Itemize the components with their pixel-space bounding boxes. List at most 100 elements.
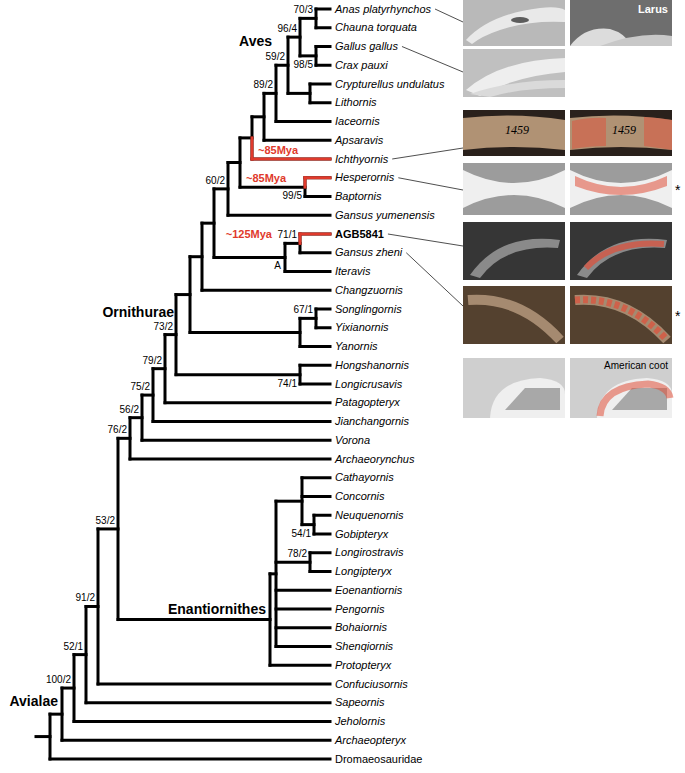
tree-branch — [240, 186, 305, 189]
leader-lines — [388, 9, 463, 306]
taxon-name: Patagopteryx — [335, 396, 400, 409]
highlighted-branch — [252, 158, 330, 161]
bone-shape — [466, 7, 565, 44]
tree-branch — [302, 495, 330, 498]
taxon-name: Lithornis — [335, 96, 377, 109]
taxon-name: Yixianornis — [335, 321, 389, 334]
support-value: 73/2 — [154, 321, 173, 332]
cladogram — [36, 9, 330, 759]
photo-panel — [570, 0, 672, 46]
tree-branch — [190, 331, 300, 334]
taxon-name: AGB5841 — [335, 228, 384, 241]
tree-branch — [288, 36, 300, 39]
tree-branch — [49, 714, 52, 759]
tree-branch — [284, 243, 287, 271]
support-value: 89/2 — [254, 79, 273, 90]
bone-shape — [570, 170, 672, 208]
tree-branch — [276, 120, 330, 123]
support-value: 52/1 — [64, 641, 83, 652]
tree-branch — [118, 618, 270, 621]
tree-branch — [310, 551, 330, 554]
tree-branch — [214, 187, 228, 190]
tree-branch — [314, 533, 330, 536]
taxon-name: Gansus yumenensis — [335, 209, 435, 222]
tree-branch — [176, 293, 190, 296]
taxon-name: Anas platyrhynchos — [335, 3, 431, 16]
support-value: 59/2 — [266, 51, 285, 62]
taxon-name: Longipteryx — [335, 565, 392, 578]
tree-branch — [315, 309, 318, 328]
taxon-name: Gobipteryx — [335, 528, 388, 541]
highlight-overlay — [600, 384, 670, 416]
taxon-name: Gallus gallus — [335, 40, 398, 53]
clade-letter: A — [274, 260, 281, 271]
bone-shape — [600, 35, 672, 46]
tree-branch — [85, 606, 88, 702]
tree-branch — [117, 438, 120, 619]
tree-branch — [164, 335, 167, 403]
bone-shape — [468, 300, 560, 340]
tree-branch — [189, 257, 192, 333]
taxon-name: Hesperornis — [335, 171, 394, 184]
tree-branch — [240, 136, 252, 139]
taxon-name: Neuquenornis — [335, 509, 404, 522]
tree-branch — [202, 222, 214, 225]
tree-branch — [316, 326, 330, 329]
taxon-name: Dromaeosauridae — [335, 753, 422, 766]
tree-branch — [313, 515, 316, 534]
tree-branch — [263, 93, 266, 140]
clade-name: Avialae — [9, 693, 58, 709]
tree-branch — [176, 373, 300, 376]
bone-shape — [597, 378, 672, 418]
photo-panel — [570, 286, 672, 344]
photo-panel — [570, 358, 672, 418]
taxon-name: Eoenantiornis — [335, 584, 402, 597]
highlight-overlay — [575, 300, 667, 340]
taxon-name: Baptornis — [335, 190, 381, 203]
tree-branch — [152, 369, 155, 422]
tree-branch — [299, 365, 302, 384]
tree-branch — [86, 605, 98, 608]
bone-shape — [577, 239, 667, 278]
tree-branch — [302, 523, 314, 526]
tree-branch — [264, 139, 330, 142]
taxon-name: Bohaiornis — [335, 621, 387, 634]
tree-branch — [276, 64, 288, 67]
support-value: 96/4 — [278, 23, 297, 34]
support-value: 75/2 — [131, 381, 150, 392]
highlight-overlay — [575, 176, 667, 195]
taxon-name: Protopteryx — [335, 659, 391, 672]
bone-shape — [570, 115, 672, 150]
tree-branch — [130, 458, 330, 461]
tree-branch — [252, 115, 264, 118]
leader-line — [392, 148, 463, 159]
tree-branch — [228, 161, 240, 164]
support-value: 100/2 — [46, 674, 71, 685]
bone-shape — [463, 170, 565, 208]
support-value: 79/2 — [143, 355, 162, 366]
taxon-name: Pengornis — [335, 603, 385, 616]
tree-branch — [86, 701, 330, 704]
support-value: 53/2 — [96, 515, 115, 526]
taxon-name: Longirostravis — [335, 546, 403, 559]
bone-shape — [575, 300, 667, 340]
support-value: 99/5 — [283, 190, 302, 201]
highlight-overlay — [644, 117, 672, 150]
tree-branch — [129, 418, 132, 459]
tree-branch — [299, 234, 302, 253]
tree-branch — [299, 18, 302, 56]
taxon-name: Sapeornis — [335, 696, 385, 709]
leader-line — [388, 234, 463, 246]
leader-line — [435, 9, 463, 22]
tree-branch — [301, 478, 304, 525]
tree-branch — [276, 589, 330, 592]
bone-shape — [463, 115, 565, 150]
support-value: 74/1 — [278, 378, 297, 389]
tree-branch — [300, 17, 316, 20]
photo-label: American coot — [604, 360, 668, 372]
tree-branch — [213, 189, 216, 258]
highlighted-branch — [300, 233, 330, 236]
tree-branch — [302, 476, 330, 479]
tree-branch — [201, 223, 204, 290]
